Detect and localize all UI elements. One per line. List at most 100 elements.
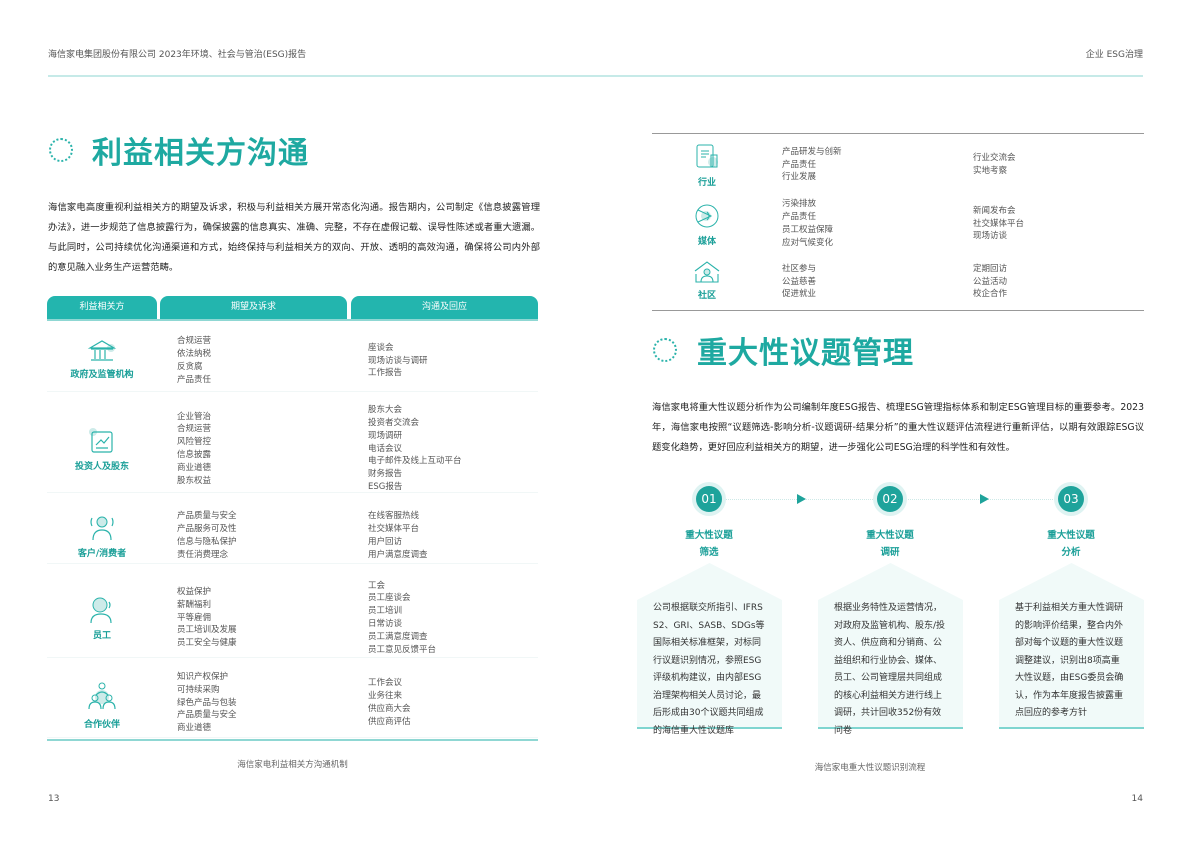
list-item: 业务往来 [368, 691, 403, 702]
table-bottom-line [47, 739, 538, 741]
step-description: 基于利益相关方重大性调研的影响评价结果，整合内外部对每个议题的重大性议题调整建议… [1015, 603, 1124, 718]
table-row: 媒体 污染排放产品责任员工权益保障应对气候变化 新闻发布会社交媒体平台现场访谈 [652, 195, 1144, 253]
step-number-badge: 01 [696, 486, 722, 512]
list-item: 电话会议 [368, 443, 403, 454]
expectations-list: 社区参与公益慈善促进就业 [782, 263, 816, 301]
step-box-roof [818, 563, 963, 600]
list-item: 公益慈善 [782, 276, 817, 287]
report-header-title: 海信家电集团股份有限公司 2023年环境、社会与管治(ESG)报告 [48, 50, 307, 60]
list-item: 社交媒体平台 [973, 218, 1025, 229]
investor-chart-icon [47, 427, 157, 455]
step-number-badge: 03 [1058, 486, 1084, 512]
responses-list: 工作会议业务往来供应商大会供应商评估 [368, 677, 411, 728]
list-item: 工作报告 [368, 368, 403, 379]
expectations-list: 污染排放产品责任员工权益保障应对气候变化 [782, 198, 833, 249]
list-item: 产品责任 [177, 374, 212, 385]
list-item: 员工意见反馈平台 [368, 644, 437, 655]
expectations-list: 产品质量与安全产品服务可及性信息与隐私保护责任消费理念 [177, 510, 237, 561]
government-building-icon [47, 339, 157, 363]
list-item: 权益保护 [177, 587, 212, 597]
stakeholder-name: 政府及监管机构 [70, 370, 134, 380]
dotted-circle-icon [653, 338, 677, 362]
stakeholder-name: 合作伙伴 [83, 720, 120, 730]
media-broadcast-icon [652, 202, 762, 230]
industry-document-icon [652, 143, 762, 171]
list-item: 公益活动 [973, 276, 1008, 287]
list-item: 财务报告 [368, 469, 403, 480]
list-item: 定期回访 [973, 263, 1008, 274]
community-house-icon [652, 260, 762, 284]
stakeholder-cell: 投资人及股东 [47, 427, 157, 472]
expectations-list: 知识产权保护可持续采购绿色产品与包装产品质量与安全商业道德 [177, 671, 237, 735]
col-header-responses: 沟通及回应 [351, 296, 538, 319]
table-row: 政府及监管机构 合规运营依法纳税反贪腐产品责任 座谈会现场访谈与调研工作报告 [47, 330, 538, 392]
step-title: 重大性议题筛选 [649, 527, 769, 561]
process-caption: 海信家电重大性议题识别流程 [814, 763, 926, 773]
stakeholder-cell: 行业 [652, 143, 762, 188]
list-item: 污染排放 [782, 199, 817, 210]
list-item: 社交媒体平台 [368, 524, 420, 535]
list-item: 行业发展 [782, 172, 817, 183]
list-item: 商业道德 [177, 462, 212, 473]
list-item: 平等雇佣 [177, 612, 212, 623]
list-item: 产品质量与安全 [177, 710, 237, 721]
stakeholder-intro: 海信家电高度重视利益相关方的期望及诉求，积极与利益相关方展开常态化沟通。报告期内… [48, 202, 540, 273]
list-item: 绿色产品与包装 [177, 697, 237, 708]
list-item: 合规运营 [177, 336, 212, 347]
arrow-right-icon [980, 494, 989, 504]
list-item: 薪酬福利 [177, 599, 212, 610]
table-row: 合作伙伴 知识产权保护可持续采购绿色产品与包装产品质量与安全商业道德 工作会议业… [47, 668, 538, 738]
employee-icon [47, 596, 157, 624]
list-item: 反贪腐 [177, 361, 203, 372]
stakeholder-name: 员工 [92, 631, 111, 641]
list-item: 责任消费理念 [177, 549, 229, 560]
stakeholder-cell: 媒体 [652, 202, 762, 247]
list-item: 员工培训及发展 [177, 625, 237, 636]
list-item: 应对气候变化 [782, 237, 834, 248]
step-title-line: 重大性议题 [685, 530, 733, 541]
list-item: 可持续采购 [177, 684, 220, 695]
step-title: 重大性议题分析 [1011, 527, 1131, 561]
step-description-box: 公司根据联交所指引、IFRS S2、GRI、SASB、SDGs等国际相关标准框架… [637, 600, 782, 736]
header-divider [48, 75, 1143, 77]
list-item: 行业交流会 [973, 153, 1016, 164]
step-description-box: 基于利益相关方重大性调研的影响评价结果，整合内外部对每个议题的重大性议题调整建议… [999, 600, 1144, 729]
table-row: 行业 产品研发与创新产品责任行业发展 行业交流会实地考察 [652, 138, 1144, 192]
list-item: 员工座谈会 [368, 593, 411, 604]
table-row: 社区 社区参与公益慈善促进就业 定期回访公益活动校企合作 [652, 257, 1144, 307]
list-item: 产品责任 [782, 159, 817, 170]
stakeholder-cell: 政府及监管机构 [47, 339, 157, 380]
expectations-list: 产品研发与创新产品责任行业发展 [782, 146, 842, 184]
list-item: 座谈会 [368, 342, 394, 353]
responses-list: 行业交流会实地考察 [973, 152, 1016, 178]
dotted-circle-icon [49, 138, 73, 162]
col-header-expectations: 期望及诉求 [160, 296, 347, 319]
list-item: 知识产权保护 [177, 672, 229, 682]
list-item: 信息与隐私保护 [177, 536, 237, 547]
list-item: 员工安全与健康 [177, 638, 237, 649]
list-item: 股东权益 [177, 475, 212, 486]
list-item: 信息披露 [177, 449, 212, 460]
list-item: 合规运营 [177, 424, 212, 435]
section-title-stakeholder: 利益相关方沟通 [92, 136, 309, 171]
step-subtitle: 调研 [880, 547, 900, 558]
responses-list: 座谈会现场访谈与调研工作报告 [368, 342, 428, 380]
partners-icon [47, 681, 157, 713]
stakeholder-cell: 员工 [47, 596, 157, 641]
step-title-line: 重大性议题 [866, 530, 914, 541]
stakeholder-name: 客户/消费者 [77, 549, 127, 559]
step-box-roof [637, 563, 782, 600]
responses-list: 定期回访公益活动校企合作 [973, 263, 1007, 301]
stakeholder-name: 媒体 [697, 237, 716, 247]
list-item: 产品质量与安全 [177, 511, 237, 522]
expectations-list: 企业管治合规运营风险管控信息披露商业道德股东权益 [177, 411, 211, 488]
list-item: 工会 [368, 580, 386, 591]
list-item: 工作会议 [368, 678, 403, 689]
list-item: 用户回访 [368, 536, 403, 547]
list-item: 电子邮件及线上互动平台 [368, 456, 462, 467]
step-box-roof [999, 563, 1144, 600]
arrow-right-icon [797, 494, 806, 504]
right-table-top-line [652, 133, 1144, 134]
table-row: 员工 权益保护薪酬福利平等雇佣员工培训及发展员工安全与健康 工会员工座谈会员工培… [47, 578, 538, 658]
list-item: 员工培训 [368, 606, 403, 617]
